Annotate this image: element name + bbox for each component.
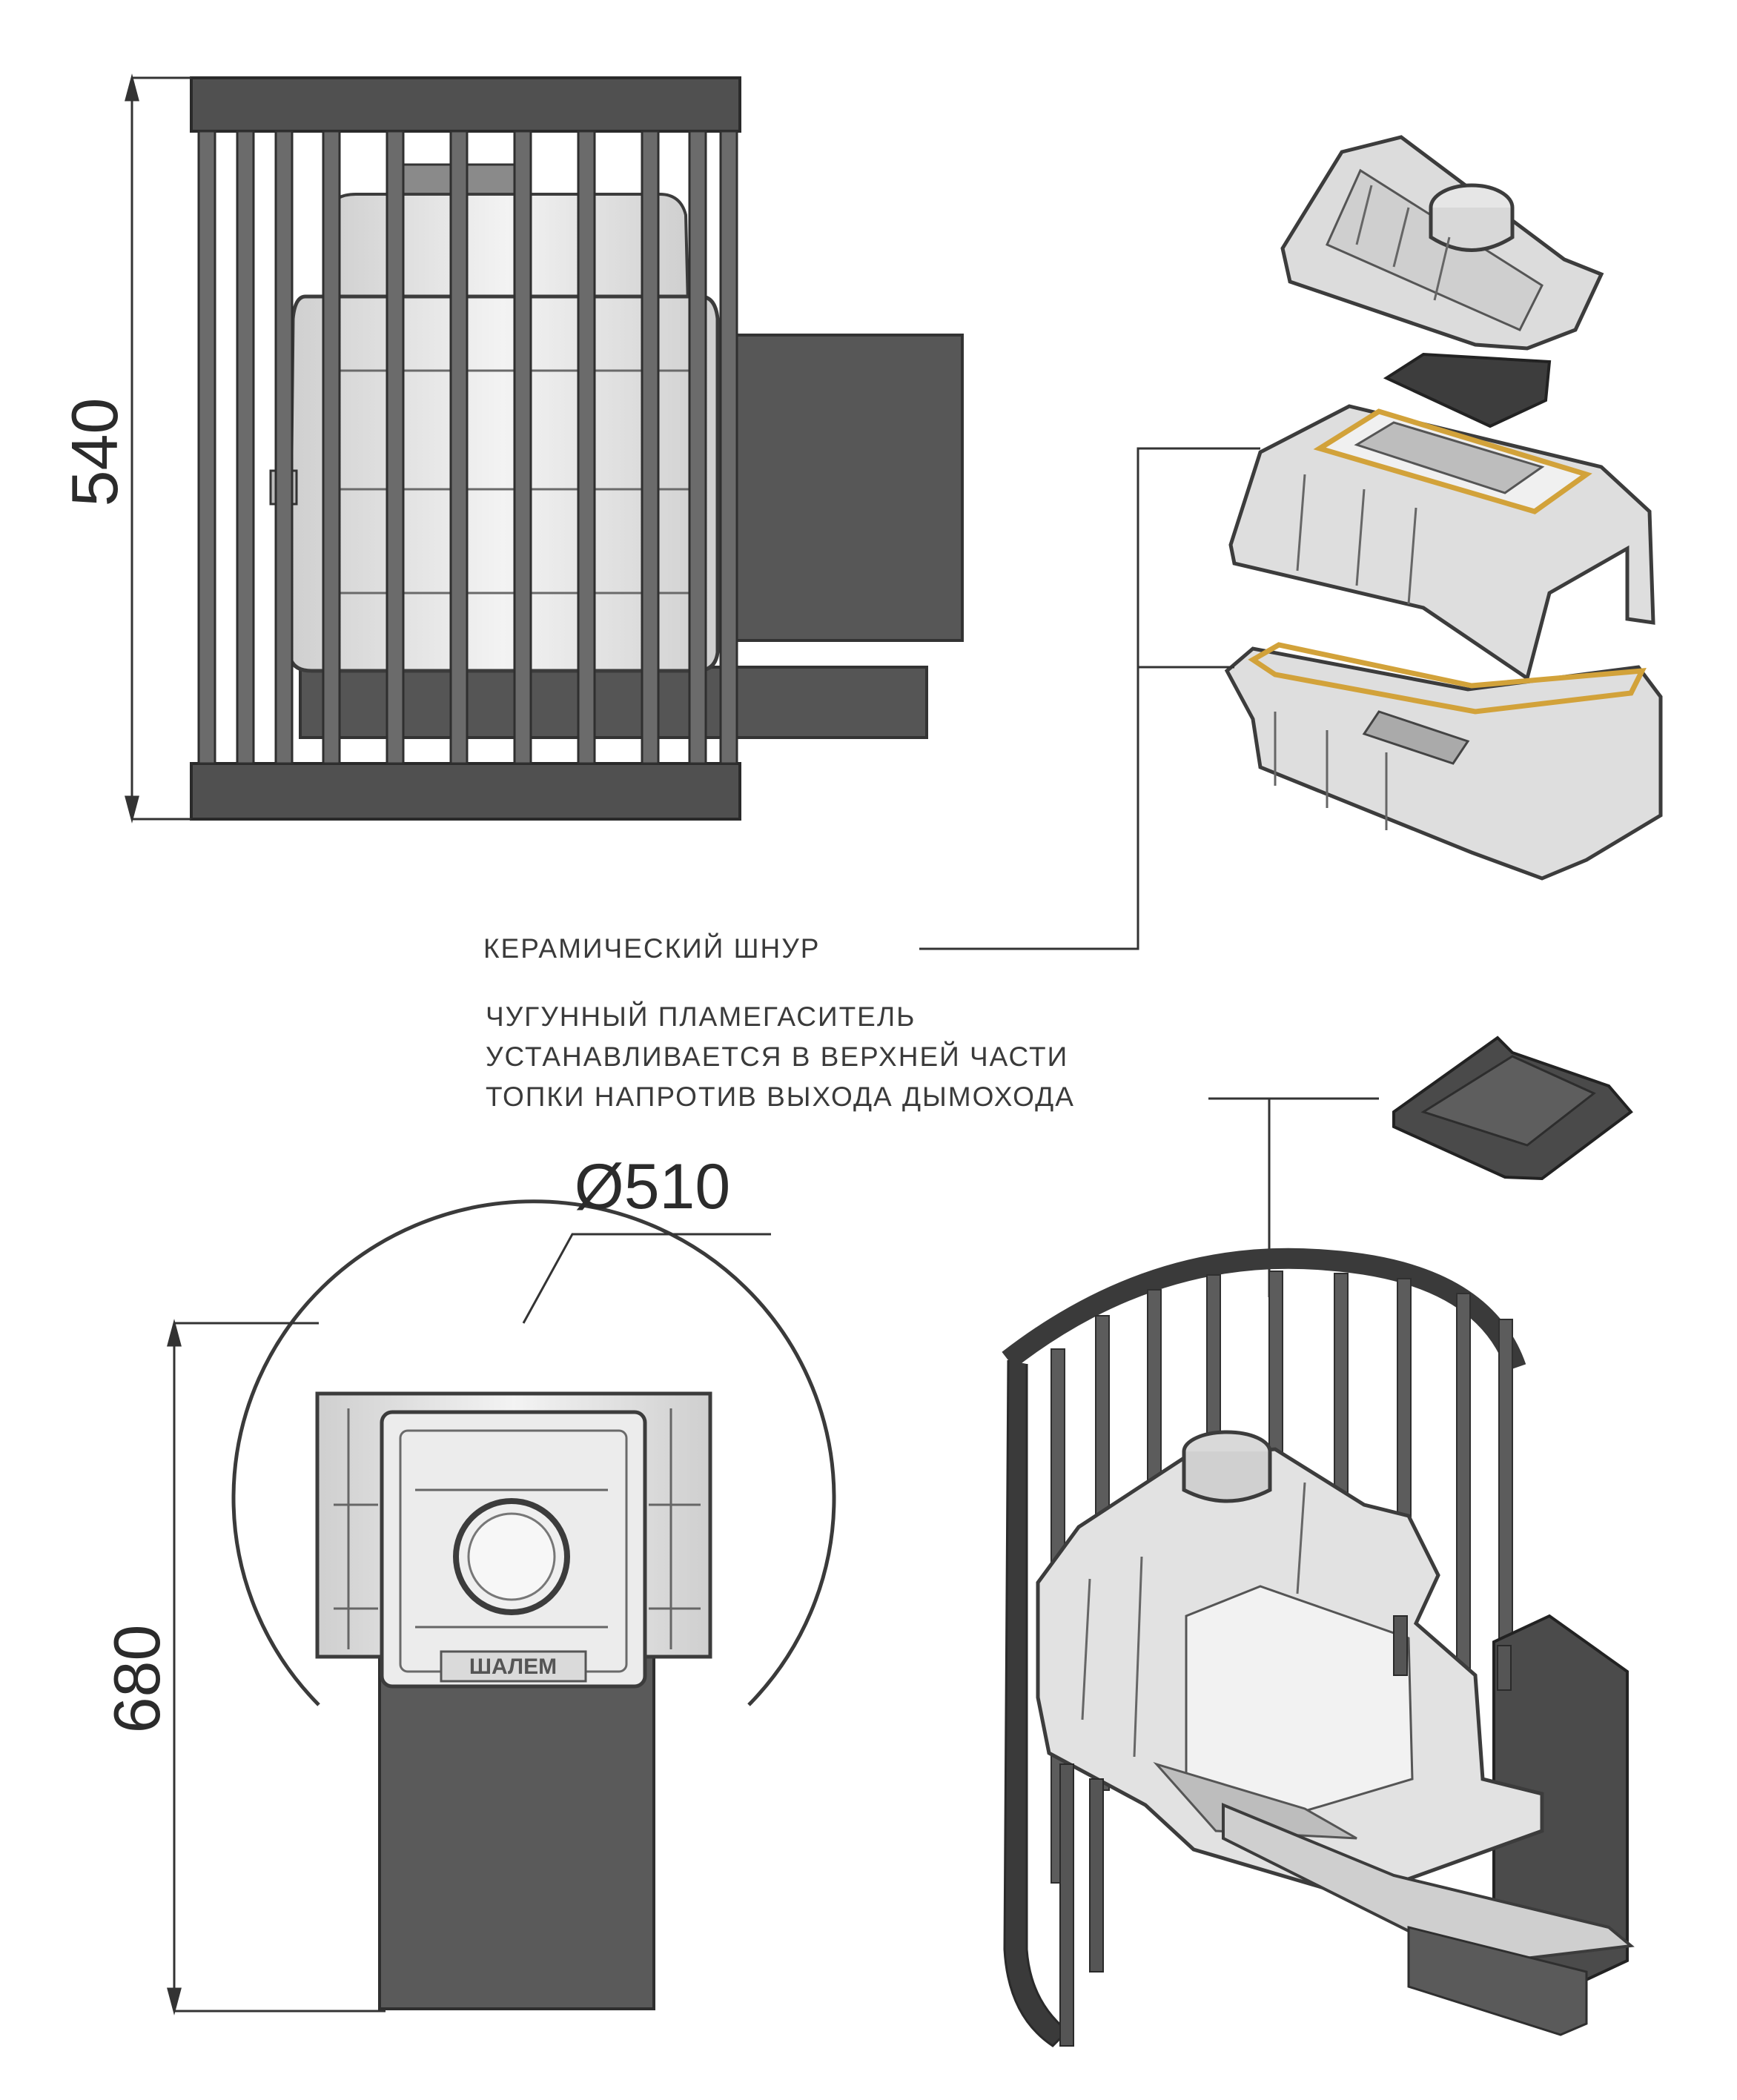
side-base-plate [299, 666, 928, 739]
iso-ring-top [1002, 1248, 1526, 1371]
dimension-540 [125, 73, 191, 824]
flame-arrester-label-line-3: ТОПКИ НАПРОТИВ ВЫХОДА ДЫМОХОДА [486, 1082, 1075, 1112]
iso-ring-front [1003, 1359, 1070, 2047]
dimension-510-label: Ø510 [575, 1151, 730, 1222]
side-chimney-box [716, 334, 964, 642]
upper-gasket-plate [1383, 352, 1552, 428]
isometric-view [1002, 1248, 1635, 2047]
lower-firebox-section [1224, 646, 1663, 881]
flame-arrester-label-line-1: ЧУГУННЫЙ ПЛАМЕГАСИТЕЛЬ [486, 1001, 916, 1032]
side-frame-top-plate [190, 76, 741, 133]
front-chimney-box [378, 1655, 655, 2010]
ceramic-cord-label: КЕРАМИЧЕСКИЙ ШНУР [483, 933, 821, 964]
lower-cord-loop [1248, 642, 1647, 715]
dimension-680 [167, 1319, 386, 2015]
dimension-510 [522, 1233, 771, 1324]
front-brand-text: ШАЛЕМ [469, 1655, 557, 1679]
exploded-view [919, 135, 1663, 950]
iso-slide-plate [1222, 1803, 1635, 1967]
side-frame-bars [197, 130, 738, 765]
dimension-680-label: 680 [100, 1625, 173, 1734]
dimension-540-label: 540 [58, 398, 131, 507]
side-view: 540 [58, 73, 964, 824]
flame-arrester-label-line-2: УСТАНАВЛИВАЕТСЯ В ВЕРХНЕЙ ЧАСТИ [486, 1041, 1069, 1072]
front-circle-outline [231, 1199, 836, 1706]
front-brand-plate [440, 1650, 587, 1683]
cord-leader-line [919, 447, 1260, 950]
side-frame-bottom-plate [190, 762, 741, 821]
side-upper-body [325, 193, 690, 307]
front-view: ШАЛЕМ Ø510 680 [100, 1151, 836, 2015]
